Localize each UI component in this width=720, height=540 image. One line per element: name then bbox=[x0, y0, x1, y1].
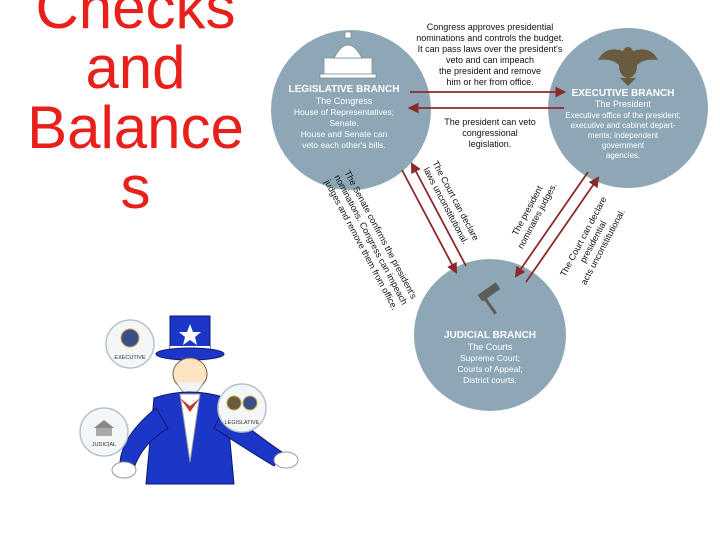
legislative-heading: LEGISLATIVE BRANCH bbox=[289, 84, 400, 95]
legislative-line-4: veto each other's bills. bbox=[302, 140, 386, 150]
check-veto-line-1: The president can veto bbox=[444, 117, 536, 127]
check-congress-line-2: nominations and controls the budget. bbox=[416, 33, 564, 43]
judicial-badge-label: JUDICIAL bbox=[92, 442, 116, 448]
check-veto-line-3: legislation. bbox=[469, 139, 512, 149]
legislative-badge: LEGISLATIVE bbox=[218, 384, 266, 432]
executive-subtitle: The President bbox=[595, 99, 652, 109]
executive-badge: EXECUTIVE bbox=[106, 320, 154, 368]
check-congress-line-1: Congress approves presidential bbox=[427, 22, 554, 32]
legislative-line-2: Senate. bbox=[329, 118, 358, 128]
executive-line-1: Executive office of the president; bbox=[565, 111, 680, 120]
title-line-3: Balance bbox=[8, 98, 263, 158]
executive-line-5: agencies. bbox=[606, 151, 640, 160]
title-line-4: s bbox=[8, 158, 263, 218]
uncle-sam-clipart: EXECUTIVE LEGISLATIVE JUDICIAL bbox=[68, 312, 304, 486]
branches-diagram: LEGISLATIVE BRANCH The Congress House of… bbox=[268, 0, 708, 420]
legislative-badge-label: LEGISLATIVE bbox=[225, 420, 260, 426]
slide-title: Checks and Balance s bbox=[8, 0, 263, 218]
check-congress-line-6: him or her from office. bbox=[446, 77, 533, 87]
judicial-line-3: District courts. bbox=[463, 375, 517, 385]
left-glove bbox=[112, 462, 136, 478]
legislative-line-3: House and Senate can bbox=[301, 129, 388, 139]
check-congress-line-3: It can pass laws over the president's bbox=[418, 44, 563, 54]
judicial-heading: JUDICIAL BRANCH bbox=[444, 330, 536, 341]
title-line-1: Checks bbox=[8, 0, 263, 38]
legislative-line-1: House of Representatives; bbox=[294, 107, 394, 117]
title-line-2: and bbox=[8, 38, 263, 98]
judicial-line-2: Courts of Appeal; bbox=[457, 364, 522, 374]
check-veto-line-2: congressional bbox=[462, 128, 518, 138]
executive-line-4: government bbox=[602, 141, 645, 150]
executive-heading: EXECUTIVE BRANCH bbox=[572, 88, 675, 99]
judicial-subtitle: The Courts bbox=[468, 342, 513, 352]
executive-badge-label: EXECUTIVE bbox=[114, 355, 146, 361]
executive-line-2: executive and cabinet depart- bbox=[571, 121, 676, 130]
legislative-subtitle: The Congress bbox=[316, 96, 373, 106]
executive-line-3: ments; independent bbox=[588, 131, 659, 140]
judicial-line-1: Supreme Court; bbox=[460, 353, 520, 363]
judicial-badge: JUDICIAL bbox=[80, 408, 128, 456]
check-congress-line-4: veto and can impeach bbox=[446, 55, 534, 65]
check-senate-line-2: nominations. Congress can impeach bbox=[332, 173, 409, 306]
hat-icon bbox=[156, 316, 224, 360]
right-glove bbox=[274, 452, 298, 468]
check-congress-line-5: the president and remove bbox=[439, 66, 541, 76]
